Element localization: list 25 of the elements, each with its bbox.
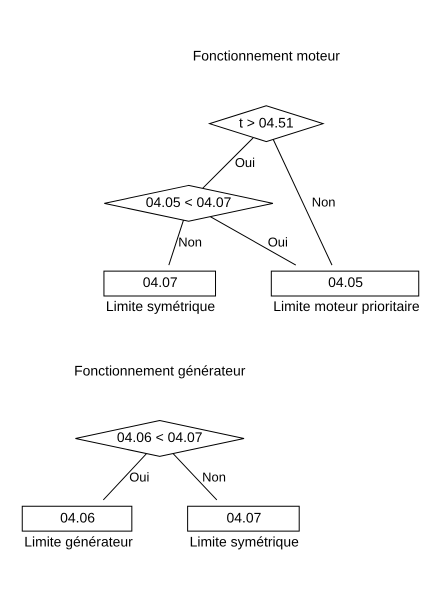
node-box: 04.07 bbox=[187, 506, 300, 532]
node-diamond: t > 04.51 bbox=[208, 105, 325, 142]
connector bbox=[272, 139, 332, 266]
connector bbox=[172, 453, 218, 500]
connector bbox=[168, 220, 184, 266]
connector bbox=[102, 453, 147, 500]
edge-label: Oui bbox=[234, 154, 255, 170]
edge-label: Oui bbox=[129, 470, 150, 485]
node-box: 04.06 bbox=[22, 506, 132, 532]
node-box: 04.05 bbox=[270, 270, 420, 296]
edge-label: Oui bbox=[268, 234, 288, 250]
node-diamond: 04.06 < 04.07 bbox=[74, 420, 245, 457]
node-label: Limite générateur bbox=[24, 533, 133, 550]
node-label: Limite symétrique bbox=[190, 533, 299, 550]
node-label: Limite symétrique bbox=[106, 298, 216, 314]
connector bbox=[202, 137, 254, 189]
edge-label: Non bbox=[312, 194, 336, 210]
node-label: Limite moteur prioritaire bbox=[273, 298, 420, 314]
label: Fonctionnement moteur bbox=[192, 48, 340, 64]
connector bbox=[210, 216, 296, 266]
label: Fonctionnement générateur bbox=[74, 362, 246, 378]
node-diamond: 04.05 < 04.07 bbox=[104, 184, 274, 222]
node-box: 04.07 bbox=[103, 270, 216, 296]
edge-label: Non bbox=[202, 470, 226, 485]
edge-label: Non bbox=[178, 234, 202, 250]
